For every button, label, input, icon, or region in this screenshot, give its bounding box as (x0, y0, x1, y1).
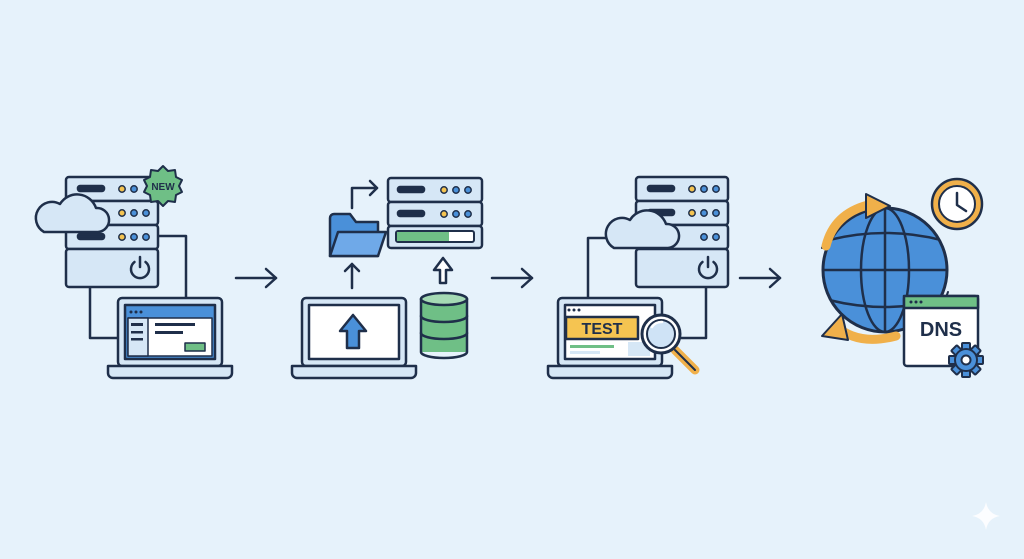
step-3-test: TEST (546, 175, 730, 380)
new-badge-icon: NEW (143, 165, 183, 207)
progress-bar (395, 230, 475, 243)
database-icon (419, 291, 469, 360)
new-badge-label: NEW (151, 182, 175, 193)
connector-line (88, 284, 120, 340)
test-label: TEST (582, 321, 623, 338)
power-icon (129, 255, 151, 280)
arrow-icon (350, 179, 379, 210)
dns-label: DNS (920, 319, 962, 341)
sync-arrow-icon (821, 313, 901, 344)
cloud-icon (604, 209, 681, 250)
arrow-icon (343, 262, 361, 290)
gear-icon (948, 342, 984, 378)
sync-arrow-icon (821, 193, 891, 251)
sparkle-icon (972, 502, 1000, 530)
upload-arrow-icon (432, 256, 454, 285)
step-1-new-server: NEW (34, 165, 234, 380)
connector-line (678, 284, 708, 340)
laptop-icon (106, 296, 234, 380)
step-2-upload (290, 176, 484, 380)
folder-icon (328, 212, 388, 258)
arrow-right-icon (738, 267, 782, 289)
arrow-right-icon (234, 267, 278, 289)
clock-icon (930, 177, 984, 231)
arrow-right-icon (490, 267, 534, 289)
test-banner: TEST (564, 315, 640, 341)
laptop-icon (290, 296, 418, 380)
power-icon (697, 255, 719, 280)
connector-line (586, 236, 616, 302)
step-4-dns: DNS (821, 177, 984, 378)
cloud-icon (34, 193, 111, 234)
magnifier-icon (640, 313, 700, 375)
